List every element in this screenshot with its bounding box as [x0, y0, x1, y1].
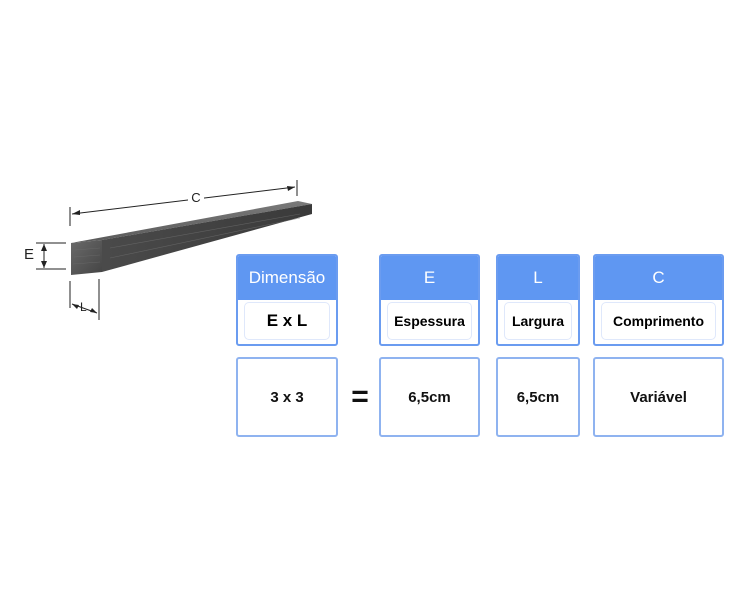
header-espessura-letter: E	[381, 256, 478, 300]
value-largura: 6,5cm	[496, 357, 580, 437]
header-comprimento-label: Comprimento	[601, 302, 716, 340]
dimension-l	[69, 279, 100, 320]
header-card-dimensao: Dimensão E x L	[236, 254, 338, 346]
header-comprimento-letter: C	[595, 256, 722, 300]
value-comprimento: Variável	[593, 357, 724, 437]
beam-grain	[72, 213, 301, 265]
header-espessura-label: Espessura	[387, 302, 472, 340]
dimension-l-label: L	[80, 300, 87, 314]
header-largura-label: Largura	[504, 302, 572, 340]
dimension-e-label: E	[24, 246, 34, 263]
value-espessura: 6,5cm	[379, 357, 480, 437]
header-dimensao-title: Dimensão	[238, 256, 336, 300]
header-card-comprimento: C Comprimento	[593, 254, 724, 346]
dimension-e	[36, 242, 66, 270]
beam-top-face	[71, 201, 312, 243]
dimension-c	[69, 180, 298, 226]
header-card-largura: L Largura	[496, 254, 580, 346]
header-card-espessura: E Espessura	[379, 254, 480, 346]
value-dimensao: 3 x 3	[236, 357, 338, 437]
header-dimensao-label: E x L	[244, 302, 330, 340]
beam-end-face	[71, 240, 102, 275]
dimension-c-label: C	[191, 190, 200, 205]
header-largura-letter: L	[498, 256, 578, 300]
equals-sign: =	[351, 380, 369, 413]
